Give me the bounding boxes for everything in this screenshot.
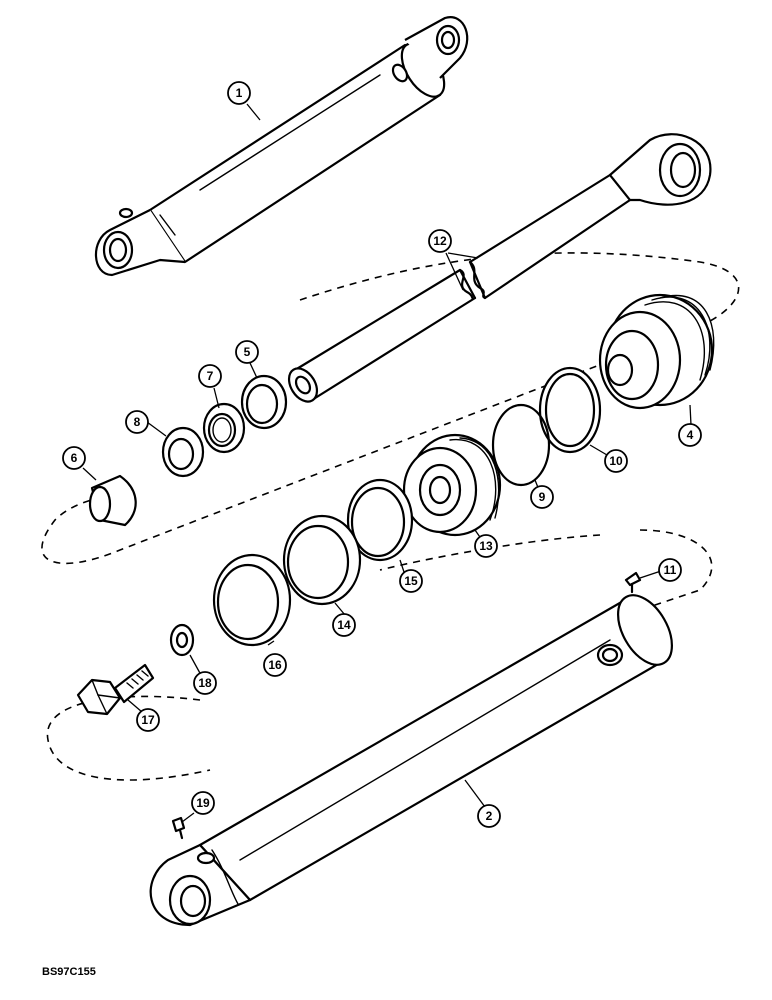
svg-text:5: 5 [244, 345, 251, 359]
bushing [88, 474, 137, 527]
cylinder-barrel [149, 594, 674, 927]
callout-10: 10 [604, 449, 628, 473]
callout-9: 9 [530, 485, 554, 509]
group-outline-piston [41, 252, 740, 565]
svg-text:12: 12 [433, 234, 447, 248]
svg-text:11: 11 [664, 563, 677, 577]
callout-13: 13 [474, 534, 498, 558]
svg-text:10: 10 [609, 454, 623, 468]
svg-text:18: 18 [198, 676, 212, 690]
svg-text:17: 17 [141, 713, 155, 727]
cylinder-assembly [94, 16, 469, 277]
svg-text:16: 16 [268, 658, 282, 672]
callout-2: 2 [477, 804, 501, 828]
svg-text:14: 14 [337, 618, 351, 632]
svg-text:7: 7 [207, 369, 214, 383]
callout-6: 6 [62, 446, 86, 470]
svg-text:9: 9 [539, 490, 546, 504]
svg-text:2: 2 [486, 809, 493, 823]
grease-fitting-small [624, 571, 642, 594]
callout-14: 14 [332, 613, 356, 637]
callout-18: 18 [193, 671, 217, 695]
callout-17: 17 [136, 708, 160, 732]
grease-fitting [171, 816, 186, 840]
callout-12: 12 [428, 229, 452, 253]
callout-16: 16 [263, 653, 287, 677]
callout-1: 1 [227, 81, 251, 105]
figure-id: BS97C155 [42, 966, 96, 978]
callout-15: 15 [399, 569, 423, 593]
gland [598, 293, 715, 410]
bolt [76, 663, 155, 716]
svg-text:4: 4 [687, 428, 694, 442]
piston-rod [287, 133, 712, 403]
callout-8: 8 [125, 410, 149, 434]
svg-text:13: 13 [479, 539, 493, 553]
svg-text:19: 19 [196, 796, 210, 810]
svg-text:6: 6 [71, 451, 78, 465]
leader-lines [82, 103, 692, 823]
svg-text:8: 8 [134, 415, 141, 429]
callout-5: 5 [235, 340, 259, 364]
callout-11: 11 [658, 558, 682, 582]
piston [402, 433, 502, 537]
callout-7: 7 [198, 364, 222, 388]
svg-text:1: 1 [236, 86, 243, 100]
callout-19: 19 [191, 791, 215, 815]
callout-4: 4 [678, 423, 702, 447]
svg-text:15: 15 [404, 574, 418, 588]
o-ring [491, 403, 551, 487]
